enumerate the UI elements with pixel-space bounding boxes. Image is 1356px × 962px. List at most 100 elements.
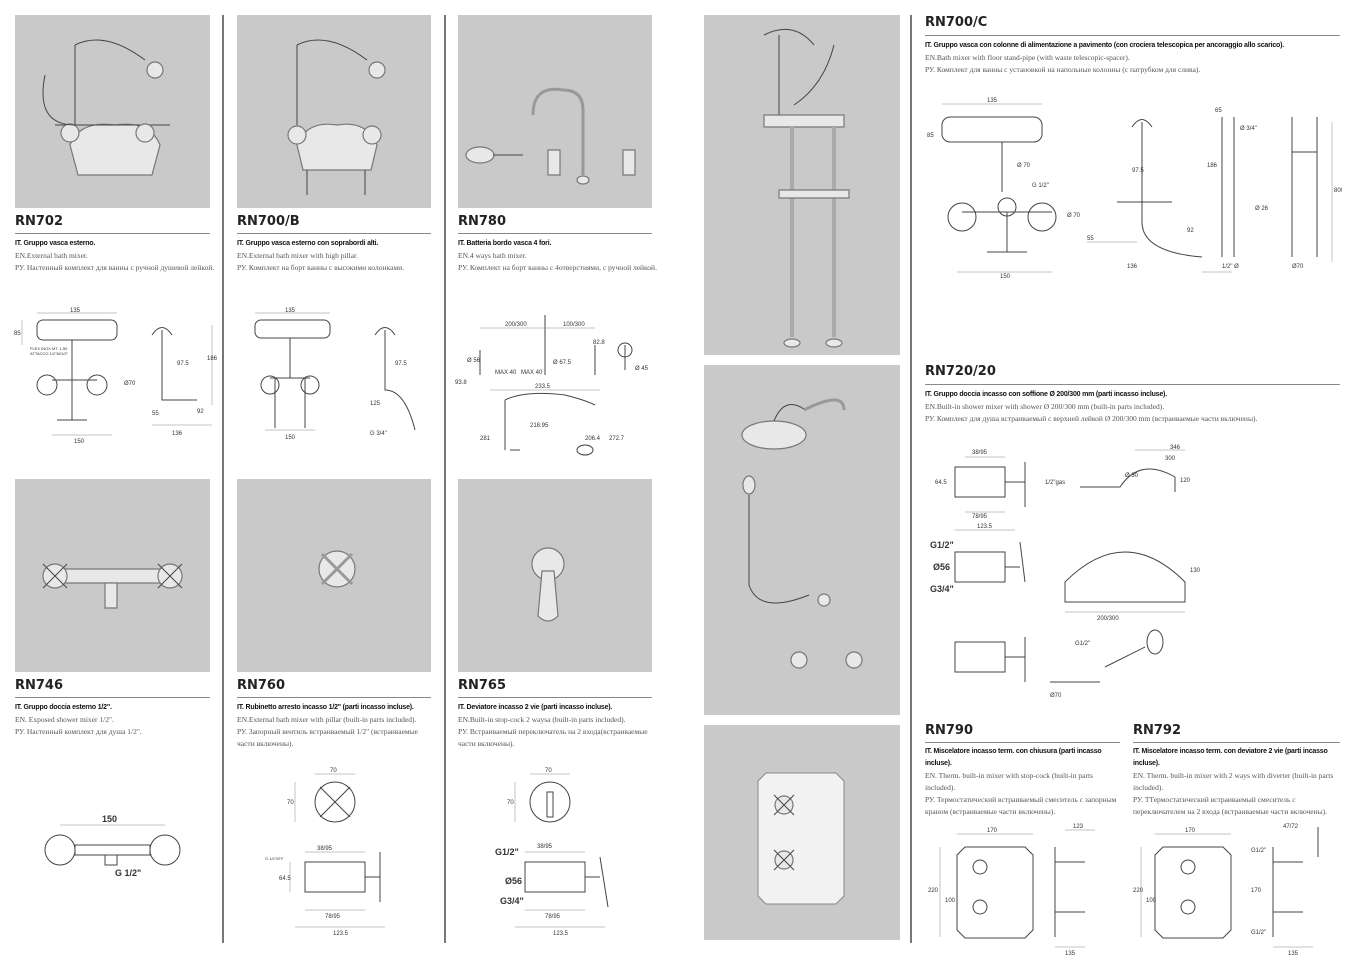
desc-ru: РУ. Комплект на борт ванны с 4отверстиям… (458, 263, 657, 272)
divider (237, 697, 431, 698)
dimension-label: 200/300 (1097, 616, 1119, 622)
dimension-label: 125 (370, 401, 381, 407)
product-code: RN765 (458, 678, 507, 693)
dimension-label: 170 (1251, 888, 1262, 894)
dimension-label: 123 (1073, 824, 1084, 830)
desc-ru: РУ. Комплект для душа встраиваемый с вер… (925, 414, 1258, 423)
product-description: IT. Deviatore incasso 2 vie (parti incas… (458, 702, 658, 750)
dimension-label: Ø 45 (635, 366, 649, 372)
dimension-label: 150 (102, 814, 117, 824)
product-photo-rn790 (704, 725, 900, 940)
dimension-label: G 1/2" (1032, 183, 1049, 189)
product-description: IT. Gruppo vasca con colonne di alimenta… (925, 40, 1345, 76)
technical-drawing-rn780: 200/300 100/300 82.8 Ø 56 Ø 67.5 Ø 45 93… (455, 300, 655, 460)
dimension-label: 300 (1165, 456, 1176, 462)
dimension-label: Ø 30 (1125, 473, 1139, 479)
dimension-label: G 3/4" (370, 431, 387, 437)
dimension-label: 64.5 (935, 480, 947, 486)
dimension-label: 135 (987, 98, 998, 104)
technical-drawing-rn720: 38/95 64.5 78/95 123.5 346 300 Ø 30 120 … (925, 442, 1345, 717)
desc-en: EN.Built-in shower mixer with shower Ø 2… (925, 402, 1165, 411)
dimension-label: 97.5 (177, 361, 189, 367)
desc-it: IT. Batteria bordo vasca 4 fori. (458, 240, 552, 247)
desc-en: EN.External bath mixer. (15, 251, 88, 260)
product-code: RN720/20 (925, 364, 996, 379)
product-code: RN700/B (237, 214, 300, 229)
dimension-label: G1/2" (1251, 848, 1266, 854)
dimension-label: 78/95 (545, 914, 561, 920)
dimension-label: 135 (1065, 951, 1076, 957)
desc-it: IT. Gruppo vasca con colonne di alimenta… (925, 42, 1285, 49)
dimension-label: 150 (74, 439, 85, 445)
desc-it: IT. Gruppo vasca esterno con soprabordi … (237, 240, 379, 247)
dimension-label: 136 (1127, 264, 1138, 270)
desc-en: EN.4 ways bath mixer. (458, 251, 527, 260)
dimension-label: 218.95 (530, 423, 549, 429)
product-description: IT. Rubinetto arresto incasso 1/2" (part… (237, 702, 437, 750)
dimension-label: MAX 40 (495, 370, 517, 376)
divider (458, 697, 652, 698)
dimension-label: 97.5 (395, 361, 407, 367)
product-photo-rn720 (704, 365, 900, 715)
dimension-label: G1/2" (495, 847, 519, 857)
dimension-label: 70 (330, 768, 337, 774)
dimension-label: 70 (507, 800, 514, 806)
dimension-label: 272.7 (609, 436, 625, 442)
divider (237, 233, 431, 234)
product-description: IT. Batteria bordo vasca 4 fori. EN.4 wa… (458, 238, 658, 274)
dimension-label: G1/2" (930, 540, 954, 550)
dimension-label: 150 (1000, 274, 1011, 280)
dimension-label: 150 (285, 435, 296, 441)
divider (15, 233, 210, 234)
dimension-label: 70 (545, 768, 552, 774)
dimension-label: 100 (1146, 898, 1157, 904)
dimension-label: 64.5 (279, 876, 291, 882)
desc-it: IT. Gruppo vasca esterno. (15, 240, 96, 247)
product-code: RN702 (15, 214, 64, 229)
technical-drawing-rn700c: 135 85 Ø 70 97.5 186 G 1/2" Ø 70 55 92 1… (922, 92, 1345, 282)
divider (15, 697, 210, 698)
dimension-label: G3/4" (930, 584, 954, 594)
dimension-label: 233.5 (535, 384, 551, 390)
dimension-label: G1/2" (1251, 930, 1266, 936)
dimension-label: 1/2" Ø (1222, 264, 1239, 270)
dimension-label: Ø56 (933, 562, 950, 572)
dimension-label: 200/300 (505, 322, 527, 328)
desc-it: IT. Miscelatore incasso term. con deviat… (1133, 748, 1328, 767)
dimension-label: 186 (207, 356, 217, 362)
product-code: RN780 (458, 214, 507, 229)
dimension-label: Ø70 (1292, 264, 1304, 270)
dimension-label: 55 (152, 411, 159, 417)
desc-it: IT. Deviatore incasso 2 vie (parti incas… (458, 704, 613, 711)
desc-en: EN.Built-in stop-cock 2 waysa (built-in … (458, 715, 626, 724)
dimension-label: G 1/2" (115, 868, 141, 878)
desc-ru: РУ. Настенный комплект для ванны с ручно… (15, 263, 215, 272)
dimension-label: 136 (172, 431, 183, 437)
divider (925, 35, 1340, 36)
dimension-label: 78/95 (972, 514, 988, 520)
dimension-label: 85 (927, 133, 934, 139)
product-photo-rn765 (458, 479, 652, 672)
desc-ru: РУ. Комплект на борт ванны с высокими ко… (237, 263, 404, 272)
product-photo-rn780 (458, 15, 652, 208)
dimension-label: 130 (1190, 568, 1201, 574)
dimension-label: G 1/2"M"F (265, 856, 284, 861)
dimension-label: 135 (285, 308, 296, 314)
desc-ru: РУ. ТТермостатический встраиваемый смеси… (1133, 795, 1327, 816)
dimension-label: 65 (1215, 108, 1222, 114)
dimension-label: 47/72 (1283, 824, 1299, 830)
dimension-label: 186 (1207, 163, 1218, 169)
product-photo-rn746 (15, 479, 210, 672)
dimension-label: 85 (14, 331, 21, 337)
dimension-label: 281 (480, 436, 491, 442)
desc-it: IT. Rubinetto arresto incasso 1/2" (part… (237, 704, 414, 711)
product-code: RN746 (15, 678, 64, 693)
product-description: IT. Gruppo vasca esterno. EN.External ba… (15, 238, 215, 274)
dimension-label: 123.5 (553, 931, 569, 937)
dimension-label: 70 (287, 800, 294, 806)
dimension-label: Ø 3/4" (1240, 126, 1257, 132)
dimension-label: 38/95 (972, 450, 988, 456)
dimension-label: 135 (70, 308, 81, 314)
dimension-label: 220 (928, 888, 939, 894)
dimension-label: 120 (1180, 478, 1191, 484)
